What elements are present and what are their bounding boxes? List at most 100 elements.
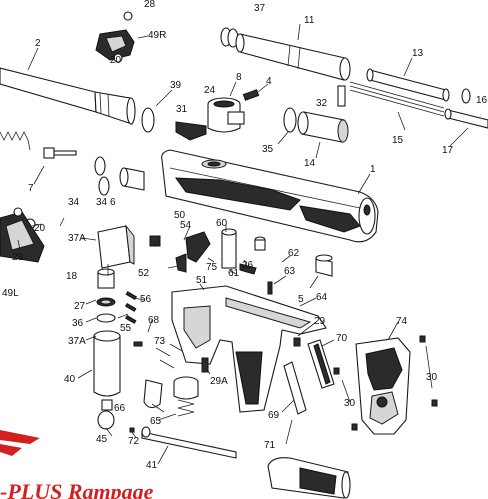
- label-17: 17: [442, 145, 454, 156]
- part-barrel: [0, 67, 136, 125]
- part-65: [173, 376, 199, 417]
- label-1: 1: [370, 164, 376, 175]
- part-pin-17: [444, 108, 488, 129]
- part-oring-39: [141, 107, 155, 133]
- part-bottom-assembly: [267, 457, 351, 499]
- part-70: [307, 339, 335, 389]
- label-29A: 29A: [210, 376, 228, 387]
- part-feedneck-24: [207, 97, 245, 133]
- brand-logo: -PLUS Rampage: [0, 430, 154, 499]
- part-screw-72: [129, 427, 135, 433]
- label-64: 64: [316, 292, 328, 303]
- label-62: 62: [288, 248, 300, 259]
- label-27: 27: [74, 301, 86, 312]
- part-screws-30: [333, 335, 438, 431]
- label-73: 73: [154, 336, 166, 347]
- label-16: 16: [476, 95, 488, 106]
- label-55: 55: [120, 323, 132, 334]
- label-37: 37: [254, 3, 266, 14]
- part-pins: [124, 291, 143, 347]
- part-61: [254, 236, 266, 251]
- part-body-1: [161, 149, 379, 243]
- label-70: 70: [336, 333, 348, 344]
- label-40: 40: [64, 374, 76, 385]
- label-56: 56: [140, 294, 152, 305]
- label-20b: 20: [34, 223, 46, 234]
- part-26: [239, 263, 257, 275]
- part-oring-37A: [96, 313, 116, 323]
- part-grip-74: [355, 337, 411, 435]
- label-52: 52: [138, 268, 150, 279]
- part-hammer-13: [366, 68, 450, 102]
- label-5: 5: [298, 294, 304, 305]
- label-4: 4: [266, 76, 272, 87]
- label-50: 50: [174, 210, 186, 221]
- label-54: 54: [180, 220, 192, 231]
- label-6: 6: [110, 197, 116, 208]
- label-28b: 28: [12, 252, 24, 263]
- label-60: 60: [216, 218, 228, 229]
- leader-lines: [17, 217, 433, 465]
- label-63: 63: [284, 266, 296, 277]
- label-35: 35: [262, 144, 274, 155]
- label-32: 32: [316, 98, 328, 109]
- part-frame-51: [171, 285, 327, 413]
- part-screw-29A: [201, 357, 209, 373]
- part-49R: [95, 11, 135, 63]
- label-18: 18: [66, 271, 78, 282]
- label-24: 24: [204, 85, 216, 96]
- part-60: [221, 228, 237, 269]
- part-69: [283, 361, 307, 415]
- label-51: 51: [196, 275, 208, 286]
- label-7: 7: [28, 183, 34, 194]
- part-cap-27: [97, 268, 115, 289]
- logo-text: -PLUS Rampage: [0, 479, 154, 499]
- part-screw-63: [267, 281, 273, 295]
- label-61: 61: [228, 268, 240, 279]
- part-pins-73: [155, 343, 185, 369]
- label-39: 39: [170, 80, 182, 91]
- part-oring-36: [96, 297, 116, 307]
- label-41: 41: [146, 460, 158, 471]
- label-29: 29: [314, 316, 326, 327]
- part-cap-6: [119, 167, 145, 191]
- part-45: [97, 399, 115, 430]
- label-66: 66: [114, 403, 126, 414]
- part-oring-16: [461, 88, 471, 104]
- part-block-18: [97, 224, 135, 269]
- part-oring-35: [283, 107, 297, 133]
- label-34b: 34: [96, 197, 108, 208]
- part-lever-31: [175, 121, 207, 141]
- label-30a: 30: [426, 372, 438, 383]
- part-screw-7: [43, 147, 77, 159]
- label-75: 75: [206, 262, 218, 273]
- label-30b: 30: [344, 398, 356, 409]
- label-11: 11: [304, 15, 315, 26]
- label-49L: 49L: [2, 288, 19, 299]
- label-14: 14: [304, 158, 316, 169]
- label-31: 31: [176, 104, 188, 115]
- label-71: 71: [264, 440, 276, 451]
- label-49R: 49R: [148, 30, 166, 41]
- label-74: 74: [396, 316, 408, 327]
- part-pin-41: [141, 426, 237, 459]
- label-37A-2: 37A: [68, 336, 86, 347]
- part-screw-4: [242, 89, 260, 101]
- part-49L: [0, 211, 45, 263]
- label-34a: 34: [68, 197, 80, 208]
- part-52-54: [149, 231, 211, 273]
- label-15: 15: [392, 135, 404, 146]
- label-26: 26: [242, 260, 254, 271]
- part-5: [315, 254, 333, 277]
- label-37A: 37A: [68, 233, 86, 244]
- part-sleeve-14: [297, 111, 349, 143]
- part-screws-29: [293, 337, 301, 347]
- part-bolt-11: [235, 33, 351, 81]
- part-orings-34: [94, 156, 110, 196]
- label-72: 72: [128, 436, 140, 447]
- part-pin-32: [337, 85, 346, 107]
- part-spring-15: [349, 81, 445, 117]
- label-36: 36: [72, 318, 84, 329]
- label-68: 68: [148, 315, 160, 326]
